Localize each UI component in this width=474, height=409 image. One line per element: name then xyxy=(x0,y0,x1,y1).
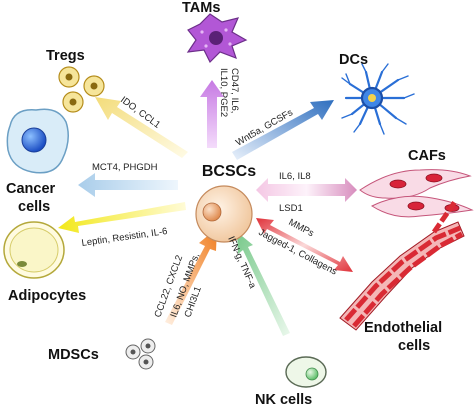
nk-cell-icon xyxy=(285,356,327,388)
cancer-label-line2: cells xyxy=(18,199,50,215)
tams-factors-line1: CD47, IL6, xyxy=(229,68,240,113)
arrow-endothelial xyxy=(256,218,353,272)
tregs-label: Tregs xyxy=(46,48,85,64)
arrow-mdscs xyxy=(165,228,217,325)
arrow-cafs xyxy=(256,178,357,202)
mdscs-label: MDSCs xyxy=(48,347,99,363)
tams-factors-line2: IL10, PGE2 xyxy=(218,68,229,117)
dcs-label: DCs xyxy=(339,52,368,68)
arrow-nk xyxy=(237,232,290,336)
arrow-adipocytes xyxy=(58,202,186,233)
dcs-icon xyxy=(341,63,415,135)
arrow-tams xyxy=(200,80,224,148)
endothelial-factors-line1: MMPs xyxy=(287,217,316,239)
tregs-icon xyxy=(58,66,105,113)
endothelial-label-line1: Endothelial xyxy=(364,320,442,336)
cafs-label: CAFs xyxy=(408,148,446,164)
endothelial-label-line2: cells xyxy=(398,338,430,354)
adipocytes-icon xyxy=(3,221,65,279)
endothelial-factors-line2: Jagged-1, Collagens xyxy=(257,227,339,278)
cafs-factors-top: IL6, IL8 xyxy=(279,171,311,182)
mdscs-icon xyxy=(125,338,156,370)
arrow-tregs xyxy=(95,97,188,158)
cafs-factors-bottom: LSD1 xyxy=(279,203,303,214)
cancer-cell-icon xyxy=(6,108,69,174)
endothelial-icon xyxy=(339,198,465,331)
tams-label: TAMs xyxy=(182,0,220,16)
tams-icon xyxy=(186,13,248,64)
center-label: BCSCs xyxy=(202,163,256,180)
adipocytes-factors: Leptin, Resistin, IL-6 xyxy=(81,226,168,249)
arrow-cancer xyxy=(78,173,178,197)
cafs-icon xyxy=(359,169,474,218)
arrow-dcs xyxy=(232,100,334,160)
cancer-label-line1: Cancer xyxy=(6,181,56,197)
nk-label: NK cells xyxy=(255,392,312,408)
adipocytes-label: Adipocytes xyxy=(8,288,86,304)
cancer-factors: MCT4, PHGDH xyxy=(92,162,158,173)
bcsc-cell xyxy=(195,185,253,243)
